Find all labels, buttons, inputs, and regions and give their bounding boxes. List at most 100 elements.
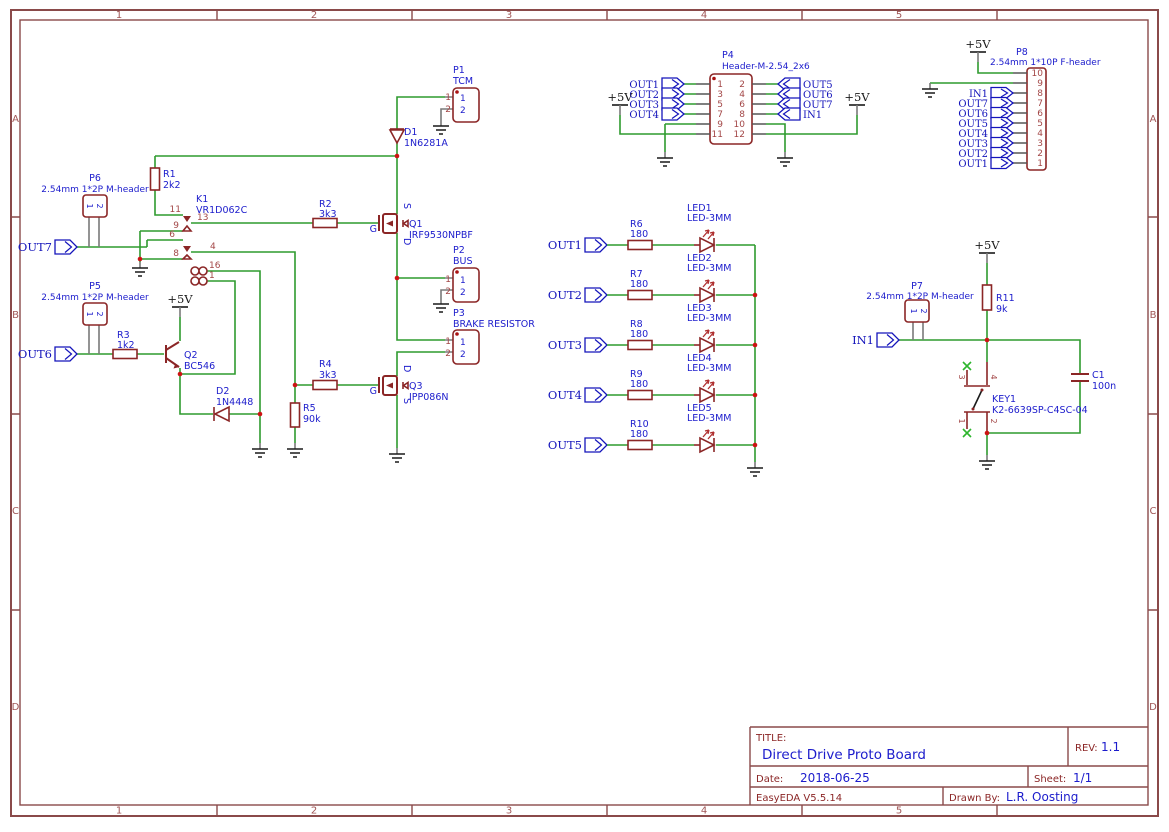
component-r1[interactable]: R1 2k2	[149, 167, 181, 191]
svg-text:R4: R4	[319, 359, 332, 370]
component-q3[interactable]: G D S Q3 IPP086N	[370, 365, 449, 404]
d1-value: 1N6281A	[404, 138, 448, 149]
led-resistor[interactable]	[627, 239, 653, 251]
svg-text:Q3: Q3	[409, 381, 423, 392]
component-r3[interactable]: R3 1k2	[112, 330, 138, 360]
component-c1[interactable]: C1 100n	[1071, 370, 1116, 392]
svg-text:1: 1	[85, 203, 94, 208]
svg-text:2: 2	[445, 287, 451, 297]
svg-text:R1: R1	[163, 169, 176, 180]
svg-text:1: 1	[445, 275, 451, 285]
net-flag[interactable]: IN1	[969, 86, 1015, 101]
component-q2[interactable]: Q2 BC546	[165, 341, 215, 372]
component-q1[interactable]: G S D Q1 IRF9530NPBF	[370, 203, 473, 245]
svg-text:1k2: 1k2	[117, 340, 135, 351]
component-p1[interactable]: P1 TCM 1 2 1 2	[445, 65, 480, 123]
svg-text:1: 1	[957, 418, 966, 423]
date-label: Date:	[756, 774, 783, 785]
frame-row-label: C	[1150, 506, 1157, 517]
svg-text:2: 2	[460, 106, 466, 116]
net-flag[interactable]: OUT2	[548, 287, 608, 303]
component-p5[interactable]: P5 2.54mm 1*2P M-header 1 2	[41, 281, 149, 326]
p8-pin-number: 10	[1032, 69, 1044, 79]
component-p3[interactable]: P3 BRAKE RESISTOR 1 2 1 2	[445, 308, 535, 365]
led-symbol[interactable]	[699, 336, 716, 354]
date-value: 2018-06-25	[800, 771, 870, 785]
component-r4[interactable]: R4 3k3	[312, 359, 338, 391]
led-indicator-block[interactable]: OUT1R6180LED1LED-3MMOUT2R7180LED2LED-3MM…	[548, 203, 755, 454]
svg-text:13: 13	[197, 213, 208, 223]
net-flag[interactable]: OUT2	[958, 146, 1015, 161]
frame-row-label: B	[12, 310, 19, 321]
net-label: OUT6	[958, 109, 988, 120]
net-flag[interactable]: OUT4	[629, 107, 685, 121]
led-resistor[interactable]	[627, 289, 653, 301]
led-resistor[interactable]	[627, 439, 653, 451]
component-key1[interactable]: 3 4 1 2 KEY1 K2-6639SP-C4SC-04	[957, 361, 1088, 438]
component-d1[interactable]: D1 1N6281A	[388, 127, 448, 149]
net-flag[interactable]: OUT6	[18, 346, 78, 362]
net-flag[interactable]: IN1	[777, 107, 822, 121]
net-flag[interactable]: OUT4	[548, 387, 608, 403]
net-flag[interactable]: OUT7	[18, 239, 78, 255]
led-emission-arrows-icon	[702, 429, 715, 440]
svg-text:S: S	[401, 203, 412, 209]
svg-text:2.54mm 1*10P F-header: 2.54mm 1*10P F-header	[990, 58, 1101, 68]
svg-text:R5: R5	[303, 403, 316, 414]
led-emission-arrows-icon	[702, 229, 715, 240]
led-symbol[interactable]	[699, 436, 716, 454]
component-p6[interactable]: P6 2.54mm 1*2P M-header 1 2	[41, 173, 149, 218]
net-flag[interactable]: OUT7	[958, 96, 1015, 111]
vcc-icon: +5V	[844, 90, 870, 115]
component-r11[interactable]: R11 9k	[981, 284, 1015, 315]
title-label: TITLE:	[755, 733, 786, 744]
component-k1[interactable]: K1 VR1D062C 11 13 9 6 4 8 16 1	[169, 194, 248, 286]
net-flag[interactable]: IN1	[852, 332, 900, 348]
p8-pin-number: 8	[1037, 89, 1043, 99]
net-flag[interactable]: OUT1	[629, 77, 685, 91]
component-p8[interactable]: P8 2.54mm 1*10P F-header 1098IN17OUT76OU…	[958, 47, 1101, 171]
net-flag[interactable]: OUT3	[629, 97, 685, 111]
led-symbol[interactable]	[699, 386, 716, 404]
k1-ref: K1	[196, 194, 208, 205]
svg-text:BC546: BC546	[184, 361, 215, 372]
svg-text:6: 6	[169, 230, 175, 240]
led-resistor[interactable]	[627, 389, 653, 401]
p4-pin-number: 5	[717, 100, 723, 110]
net-flag[interactable]: OUT1	[548, 237, 608, 253]
led-symbol[interactable]	[699, 236, 716, 254]
net-flag[interactable]: OUT5	[958, 116, 1015, 131]
svg-text:8: 8	[173, 249, 179, 259]
net-flag[interactable]: OUT3	[958, 136, 1015, 151]
p8-pin-number: 5	[1037, 119, 1043, 129]
svg-text:K2-6639SP-C4SC-04: K2-6639SP-C4SC-04	[992, 405, 1088, 416]
vcc-label: +5V	[607, 90, 633, 104]
led-resistor[interactable]	[627, 339, 653, 351]
led-symbol[interactable]	[699, 286, 716, 304]
svg-text:1: 1	[460, 276, 466, 286]
p4-pin-number: 10	[734, 120, 746, 130]
net-flag[interactable]: OUT6	[958, 106, 1015, 121]
net-flag[interactable]: OUT1	[958, 156, 1015, 171]
net-flag[interactable]: OUT4	[958, 126, 1015, 141]
component-d2[interactable]: D2 1N4448	[213, 386, 253, 423]
net-flag[interactable]: OUT5	[548, 437, 608, 453]
net-flag[interactable]: OUT3	[548, 337, 608, 353]
component-p7[interactable]: P7 2.54mm 1*2P M-header 1 2	[866, 281, 974, 323]
component-r2[interactable]: R2 3k3	[312, 199, 338, 229]
component-p2[interactable]: P2 BUS 1 2 1 2	[445, 245, 480, 303]
component-r5[interactable]: R5 90k	[289, 402, 322, 428]
svg-text:P8: P8	[1016, 47, 1028, 58]
svg-text:P3: P3	[453, 308, 465, 319]
led-ref: LED4	[687, 353, 712, 364]
svg-text:4: 4	[989, 374, 998, 379]
net-flag[interactable]: OUT7	[777, 97, 833, 111]
